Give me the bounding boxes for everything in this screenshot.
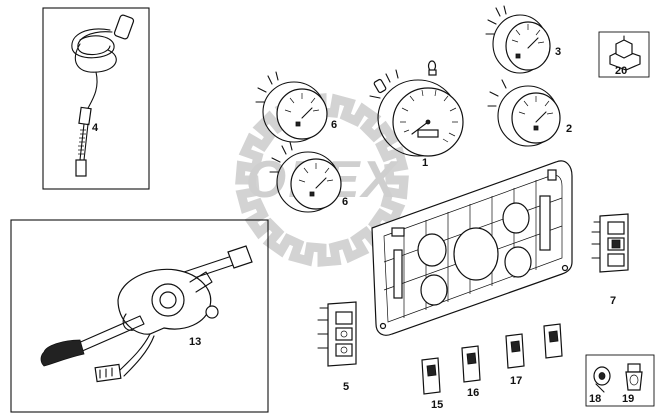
rocker-switch-extra: [543, 323, 563, 359]
callout-3: 3: [555, 46, 561, 58]
callout-18: 18: [589, 393, 601, 405]
part-2-gauge: 2: [487, 79, 572, 147]
part-6-gauge-lower: 6: [269, 141, 348, 213]
part-5-switch-block: 5: [317, 301, 357, 393]
callout-19: 19: [622, 393, 634, 405]
part-4-speedometer-cable: 4: [42, 7, 150, 190]
part-13-frame: [10, 219, 269, 413]
part-13-combination-switch: 13: [10, 219, 269, 413]
part-20-relay: 20: [598, 31, 650, 78]
indicator-bulb: [427, 60, 437, 76]
part-16-rocker-switch: 16: [461, 345, 481, 399]
callout-6b: 6: [342, 196, 348, 208]
callout-7: 7: [610, 295, 616, 307]
callout-15: 15: [431, 399, 443, 411]
gear-watermark-icon: [235, 93, 409, 267]
callout-5: 5: [343, 381, 349, 393]
callout-4: 4: [92, 122, 99, 134]
callout-13: 13: [189, 336, 201, 348]
callout-6a: 6: [331, 119, 337, 131]
part-1-speedometer: 1: [369, 69, 464, 169]
callout-20: 20: [615, 65, 627, 77]
part-4-frame: [42, 7, 150, 190]
part-20-frame: [598, 31, 650, 78]
callout-16: 16: [467, 387, 479, 399]
part-18-19-sockets: 18 19: [585, 354, 655, 407]
callout-17: 17: [510, 375, 522, 387]
instrument-panel: [371, 160, 573, 336]
gear-watermark-ring: [235, 93, 409, 267]
part-6-gauge-upper: 6: [255, 71, 337, 143]
part-18-19-frame: [585, 354, 655, 407]
callout-2: 2: [566, 123, 572, 135]
part-3-gauge: 3: [485, 5, 561, 74]
part-7-switch-block: 7: [591, 213, 629, 307]
part-15-rocker-switch: 15: [421, 357, 443, 411]
callout-1: 1: [422, 157, 428, 169]
part-17-rocker-switch: 17: [505, 333, 525, 387]
